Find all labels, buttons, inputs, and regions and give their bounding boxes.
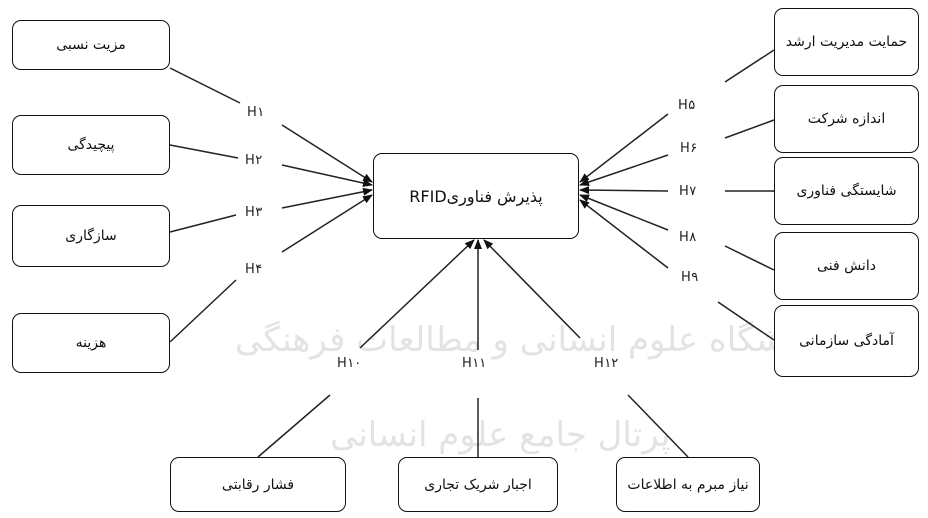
trading-partner-pressure-box: اجبار شریک تجاری [398, 457, 558, 512]
compatibility-box: سازگاری [12, 205, 170, 267]
hypothesis-label-h10: H۱۰ [337, 356, 362, 371]
hypothesis-label-h11: H۱۱ [462, 356, 487, 371]
complexity-box: پیچیدگی [12, 115, 170, 175]
hypothesis-label-h3: H۳ [245, 205, 263, 220]
edge-right-5-h9 [717, 301, 775, 341]
arrow-h12 [483, 239, 581, 339]
hypothesis-label-h1: H۱ [247, 105, 265, 120]
edge-left-1-h1 [169, 67, 241, 104]
arrow-h9 [579, 199, 669, 269]
watermark-line-1: پژوهشگاه علوم انسانی و مطالعات فرهنگی [235, 320, 849, 360]
arrow-h8 [579, 194, 669, 231]
edge-right-1-h5 [724, 49, 775, 83]
watermark-line-2: پرتال جامع علوم انسانی [330, 415, 671, 455]
information-intensity-box: نیاز مبرم به اطلاعات [616, 457, 760, 512]
edge-right-4-h8 [724, 245, 775, 271]
edge-bottom-1-h10 [257, 394, 331, 458]
arrow-h10 [359, 239, 475, 349]
hypothesis-label-h9: H۹ [681, 270, 699, 285]
competitive-pressure-box: فشار رقابتی [170, 457, 346, 512]
hypothesis-label-h12: H۱۲ [594, 356, 619, 371]
arrow-h5 [579, 113, 669, 183]
hypothesis-label-h5: H۵ [678, 98, 696, 113]
hypothesis-label-h7: H۷ [679, 184, 697, 199]
rfid-adoption-box: پذیرش فناوریRFID [373, 153, 579, 239]
arrow-h1 [281, 124, 373, 183]
edge-left-4-h4 [169, 279, 237, 343]
arrow-h4 [281, 194, 373, 253]
hypothesis-label-h2: H۲ [245, 153, 263, 168]
edge-left-2-h2 [169, 144, 239, 159]
technology-competence-box: شایستگی فناوری [774, 157, 919, 225]
hypothesis-label-h6: H۶ [680, 141, 698, 156]
edge-right-2-h6 [724, 119, 775, 139]
arrow-h6 [579, 154, 669, 186]
technical-knowledge-box: دانش فنی [774, 232, 919, 300]
top-management-support-box: حمایت مدیریت ارشد [774, 8, 919, 76]
arrow-h2 [281, 164, 373, 187]
firm-size-box: اندازه شرکت [774, 85, 919, 153]
edge-bottom-3-h12 [627, 394, 689, 458]
edge-left-3-h3 [169, 214, 237, 233]
hypothesis-label-h4: H۴ [245, 262, 263, 277]
cost-box: هزینه [12, 313, 170, 373]
arrow-h7 [579, 186, 669, 195]
arrow-h3 [281, 187, 373, 209]
relative-advantage-box: مزیت نسبی [12, 20, 170, 70]
hypothesis-label-h8: H۸ [679, 230, 697, 245]
organizational-readiness-box: آمادگی سازمانی [774, 305, 919, 377]
